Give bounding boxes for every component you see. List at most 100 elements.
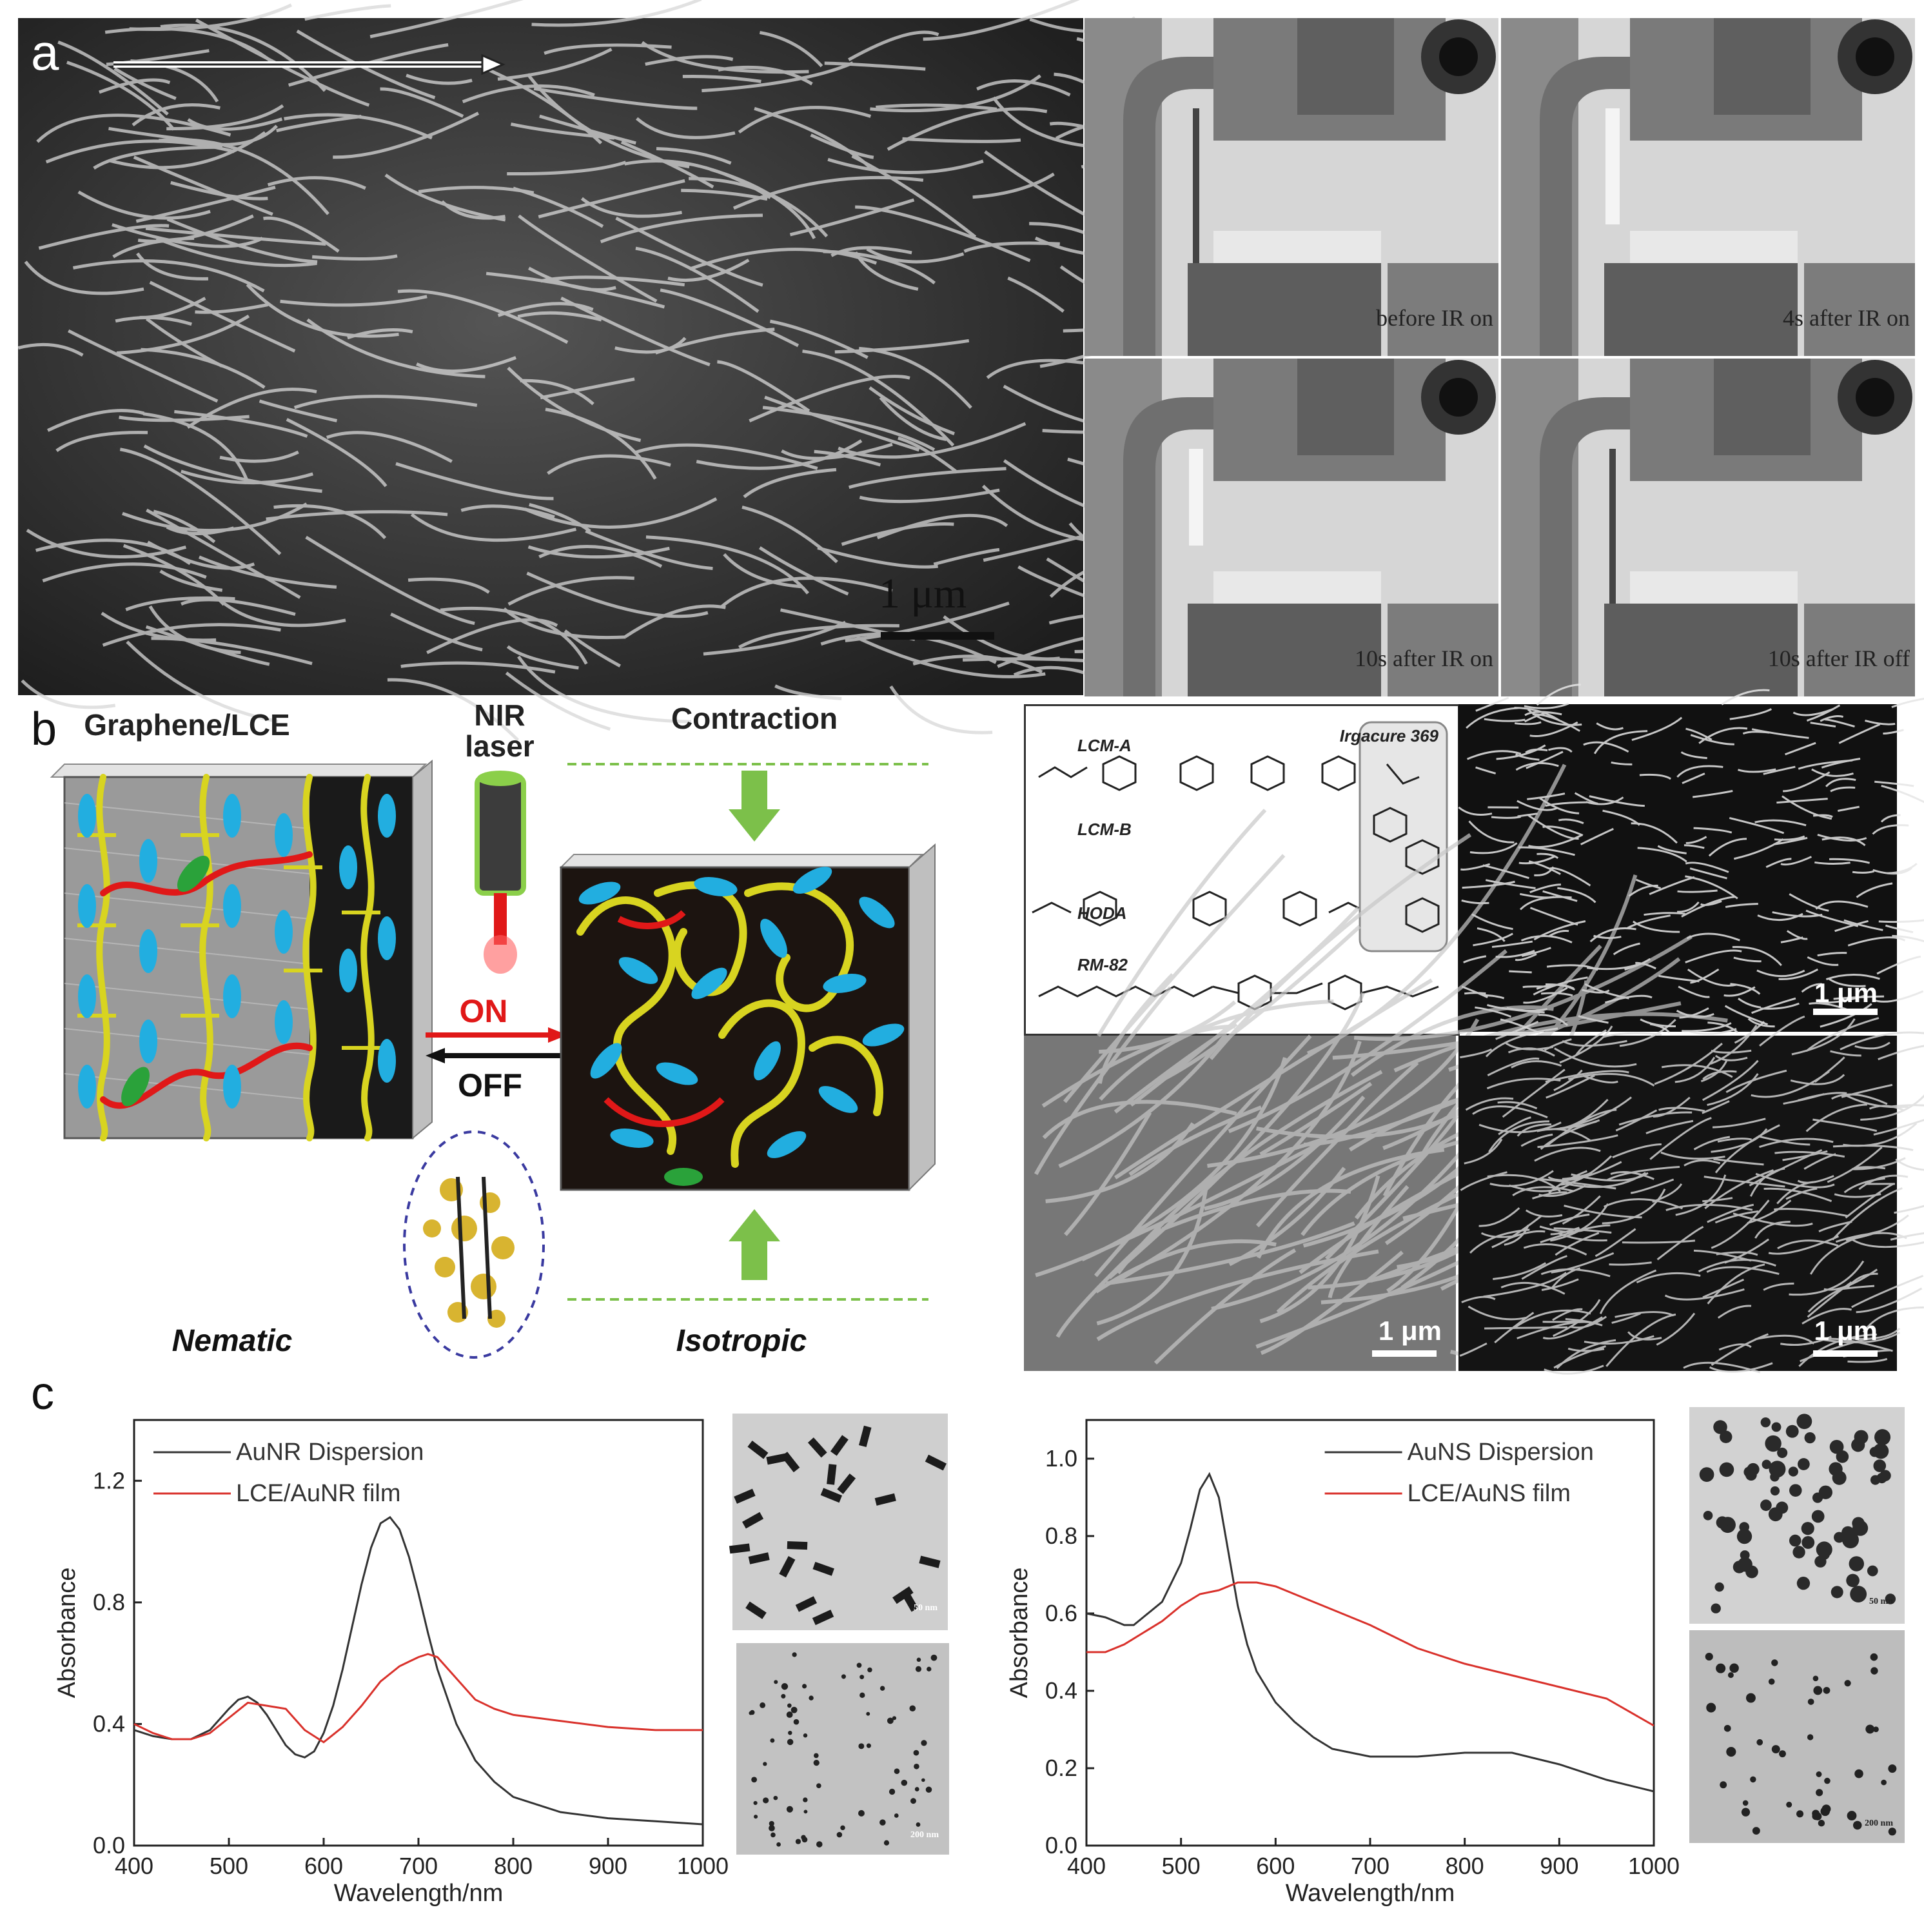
fiber-strand (1611, 1312, 1642, 1324)
nanosphere (1801, 1522, 1814, 1535)
fiber-strand (1683, 1361, 1761, 1374)
y-tick-label: 0.0 (1045, 1832, 1077, 1858)
nanosphere (763, 1762, 767, 1766)
photo-10s-after-ir-on: 10s after IR on (1085, 359, 1498, 696)
fiber-strand (1548, 929, 1569, 938)
fiber-strand (1829, 858, 1870, 864)
fiber-strand (1094, 1034, 1312, 1277)
fiber-strand (1058, 1032, 1228, 1168)
legend-label: AuNR Dispersion (236, 1439, 424, 1466)
fiber-strand (1706, 1266, 1780, 1276)
fiber-strand (1825, 778, 1856, 787)
fiber-strand (1759, 1138, 1834, 1148)
fiber-strand (1204, 1096, 1366, 1211)
fiber-strand (1209, 833, 1472, 1060)
nanosphere (1867, 1565, 1878, 1577)
fiber-strand (1517, 1123, 1552, 1137)
fiber-strand (1831, 1093, 1888, 1105)
fiber-strand (851, 154, 977, 239)
nanosphere (914, 1787, 919, 1791)
fiber-strand (859, 346, 972, 409)
nanosphere (1785, 1424, 1799, 1438)
fiber-strand (146, 508, 301, 599)
photo-caption: 10s after IR on (1355, 646, 1493, 671)
x-tick-label: 500 (210, 1853, 248, 1879)
nanosphere (1777, 1447, 1788, 1458)
photo-caption: before IR on (1376, 305, 1493, 331)
fiber-strand (866, 248, 965, 264)
fiber-strand (1555, 1232, 1600, 1256)
nanosphere (916, 1657, 921, 1662)
nanorod (766, 1453, 788, 1465)
fiber-strand (1602, 1188, 1666, 1225)
nanosphere (1769, 1461, 1786, 1478)
title-graphene-lce: Graphene/LCE (84, 708, 290, 742)
fiber-strand (1791, 1018, 1856, 1056)
fiber-strand (1840, 1031, 1924, 1050)
nanosphere (1771, 1659, 1778, 1666)
nanosphere (1854, 1430, 1869, 1444)
fiber-strand (879, 396, 947, 441)
fiber-strand (1872, 824, 1909, 835)
nanosphere (1804, 1432, 1816, 1444)
fiber-strand (1509, 970, 1532, 974)
nanosphere (1831, 1586, 1843, 1599)
fiber-strand (507, 161, 627, 176)
nanosphere (795, 1838, 801, 1844)
nanosphere (921, 1778, 925, 1782)
graphene-sheet-inset (403, 1130, 545, 1359)
fiber-strand (497, 48, 613, 81)
fiber-strand (1789, 893, 1829, 912)
fiber-strand (1551, 1267, 1581, 1289)
sem-image-b-aligned: 1 μm (1024, 764, 1762, 1371)
fiber-strand (1685, 862, 1729, 873)
fiber-strand (1732, 946, 1782, 967)
photo-10s-after-ir-off: 10s after IR off (1501, 359, 1915, 696)
fiber-strand (1883, 729, 1904, 735)
fiber-strand (1891, 698, 1924, 709)
fiber-strand (1599, 1269, 1657, 1314)
fiber-strand (823, 250, 936, 284)
nanorod (787, 1541, 808, 1550)
label-hoda: HODA (1077, 903, 1127, 923)
fiber-strand (1805, 1017, 1880, 1052)
fiber-strand (1108, 992, 1365, 1279)
fiber-strand (1112, 1040, 1362, 1285)
nanosphere (790, 1706, 798, 1713)
fiber-strand (1096, 1249, 1379, 1341)
fiber-strand (682, 75, 761, 83)
nir-laser-icon (475, 771, 526, 974)
fiber-strand (166, 104, 284, 131)
fiber-strand (1890, 1104, 1924, 1108)
fiber-strand (1644, 912, 1685, 916)
fiber-strand (1856, 1287, 1923, 1314)
fiber-strand (1491, 940, 1533, 948)
fiber-strand (159, 569, 223, 592)
fiber-strand (1675, 1174, 1727, 1216)
nanosphere (1765, 1435, 1782, 1452)
fiber-strand (1491, 816, 1521, 819)
fiber-strand (1464, 1138, 1503, 1165)
fiber-strand (72, 259, 265, 293)
nanorod (827, 1464, 837, 1485)
y-tick-label: 1.0 (1045, 1445, 1077, 1472)
nanosphere (858, 1809, 865, 1817)
x-tick-label: 700 (399, 1853, 438, 1879)
fiber-strand (1461, 899, 1489, 905)
fiber-strand (1765, 858, 1792, 869)
fiber-strand (1838, 1327, 1901, 1340)
fiber-strand (1553, 1069, 1583, 1092)
fiber-strand (902, 137, 1021, 143)
nanosphere (1723, 1724, 1731, 1732)
off-label: OFF (458, 1067, 522, 1103)
y-tick-label: 1.2 (93, 1467, 125, 1493)
nanosphere (1760, 1499, 1772, 1512)
fiber-strand (1894, 1205, 1924, 1214)
fiber-strand (1713, 1158, 1764, 1166)
fiber-strand (923, 0, 1080, 41)
fiber-strand (520, 379, 594, 406)
nanosphere (1844, 1680, 1851, 1687)
fiber-strand (1711, 1128, 1768, 1153)
fiber-strand (1583, 741, 1629, 753)
fiber-strand (1717, 1305, 1752, 1319)
